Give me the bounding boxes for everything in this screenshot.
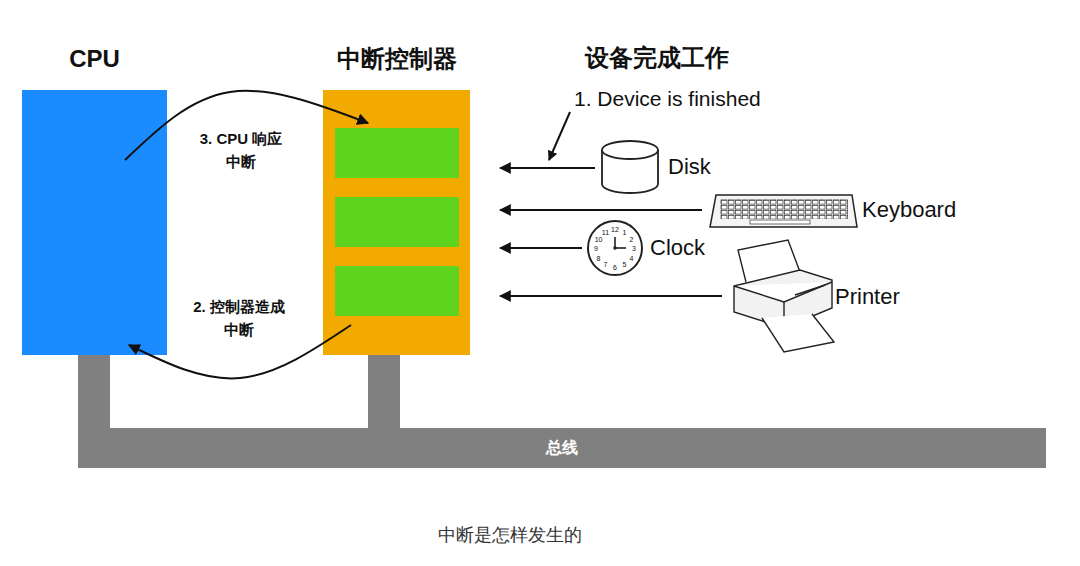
edge-label: 2. 控制器造成 中断	[188, 296, 290, 341]
clock-number: 5	[623, 261, 627, 268]
leader-arrow	[549, 112, 570, 160]
printer-icon	[734, 240, 834, 352]
device-arrow	[500, 167, 595, 169]
clock-number: 1	[623, 228, 627, 235]
device-label: Clock	[650, 234, 705, 262]
caption: 中断是怎样发生的	[0, 522, 1020, 548]
device-label: Disk	[668, 153, 711, 181]
bus-connector	[368, 355, 400, 430]
clock-number: 3	[632, 245, 636, 252]
clock-device: Clock	[585, 218, 725, 278]
device-label: Keyboard	[862, 196, 956, 224]
step-note: 1. Device is finished	[574, 86, 761, 111]
disk-icon	[602, 141, 658, 193]
clock-number: 4	[630, 254, 634, 261]
controller-slot	[335, 266, 459, 316]
clock-number: 12	[611, 226, 619, 233]
bus-band	[78, 428, 1046, 468]
clock-number: 8	[597, 254, 601, 261]
controller-fill	[323, 90, 470, 355]
clock-number: 11	[602, 228, 609, 235]
bus-label: 总线	[78, 428, 1046, 468]
controller-slot	[335, 128, 459, 178]
device-arrow	[500, 247, 582, 249]
bus-connector	[78, 355, 110, 430]
controller-slot	[335, 197, 459, 247]
cpu-box: CPU	[22, 90, 167, 355]
device-label: Printer	[835, 283, 900, 311]
bus-band: 总线	[78, 428, 1046, 468]
keyboard-icon	[710, 195, 857, 227]
clock-icon	[588, 221, 642, 275]
device-heading: 设备完成工作	[585, 44, 729, 73]
device-arrow	[500, 209, 702, 211]
box-heading: CPU	[22, 44, 167, 74]
device-arrow	[500, 295, 722, 297]
interrupt-arrow	[125, 91, 368, 160]
disk-device: Disk	[598, 138, 728, 198]
printer-device: Printer	[725, 238, 920, 358]
clock-number: 9	[594, 245, 598, 252]
clock-number: 6	[613, 264, 617, 271]
cpu-fill	[22, 90, 167, 355]
controller-box: 中断控制器	[323, 90, 470, 355]
clock-number: 10	[595, 235, 603, 242]
clock-number: 7	[604, 261, 608, 268]
clock-number: 2	[630, 235, 634, 242]
keyboard-device: Keyboard	[705, 188, 980, 232]
edge-label: 3. CPU 响应 中断	[194, 128, 288, 173]
box-heading: 中断控制器	[323, 44, 470, 74]
